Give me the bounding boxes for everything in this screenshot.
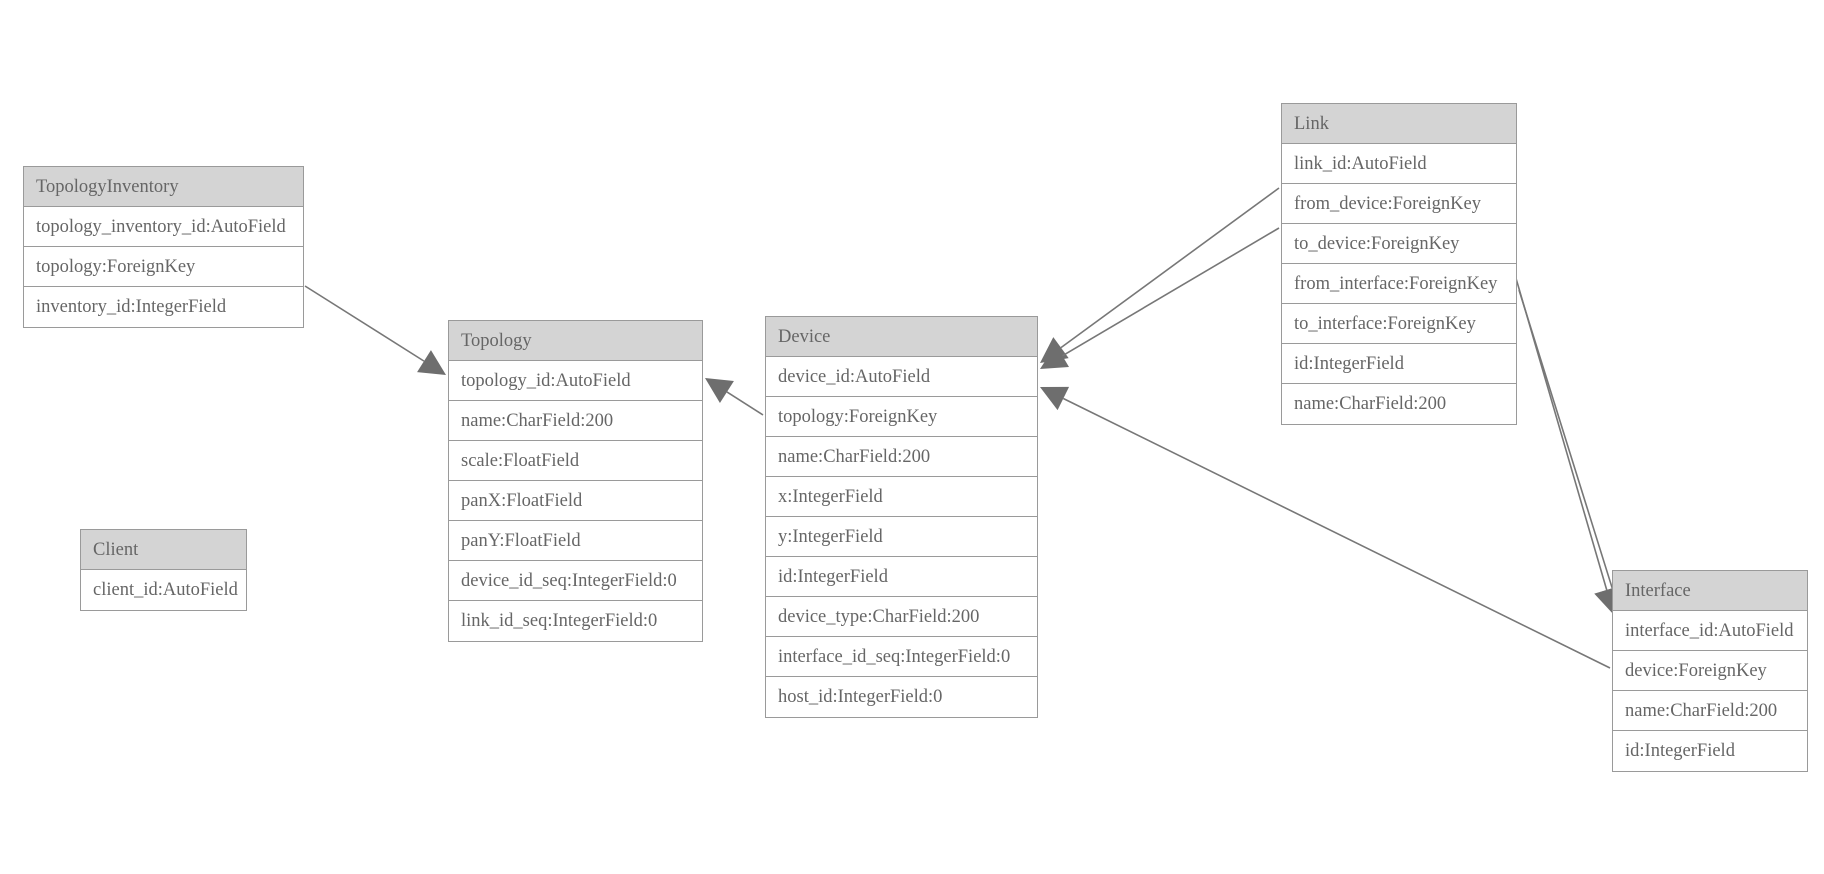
relationship-arrowhead-icon — [417, 350, 446, 375]
entity-header-topologyinventory: TopologyInventory — [24, 167, 303, 207]
relationship-line — [1061, 227, 1280, 357]
entity-field-row[interactable]: from_interface:ForeignKey — [1282, 264, 1516, 304]
entity-field-row[interactable]: name:CharField:200 — [1613, 691, 1807, 731]
rel-link-frominterface-interface — [1512, 267, 1620, 615]
relationship-line — [1060, 187, 1280, 349]
entity-field-row[interactable]: name:CharField:200 — [449, 401, 702, 441]
entity-field-row[interactable]: device_id:AutoField — [766, 357, 1037, 397]
entity-field-row[interactable]: y:IntegerField — [766, 517, 1037, 557]
entity-field-row[interactable]: topology_id:AutoField — [449, 361, 702, 401]
entity-header-topology: Topology — [449, 321, 702, 361]
relationship-arrowhead-icon — [1040, 337, 1069, 363]
entity-field-row[interactable]: host_id:IntegerField:0 — [766, 677, 1037, 717]
entity-field-row[interactable]: interface_id_seq:IntegerField:0 — [766, 637, 1037, 677]
entity-field-row[interactable]: device_type:CharField:200 — [766, 597, 1037, 637]
entity-header-client: Client — [81, 530, 246, 570]
entity-field-row[interactable]: topology_inventory_id:AutoField — [24, 207, 303, 247]
rel-topologyinventory-topology — [304, 285, 446, 375]
entity-field-row[interactable]: inventory_id:IntegerField — [24, 287, 303, 327]
entity-field-row[interactable]: id:IntegerField — [1613, 731, 1807, 771]
relationship-line — [1512, 267, 1608, 591]
entity-header-device: Device — [766, 317, 1037, 357]
entity-field-row[interactable]: link_id:AutoField — [1282, 144, 1516, 184]
rel-device-topology — [705, 378, 764, 416]
rel-link-tointerface-interface — [1518, 289, 1625, 613]
entity-field-row[interactable]: id:IntegerField — [1282, 344, 1516, 384]
relationship-line — [304, 285, 425, 362]
entity-field-row[interactable]: topology:ForeignKey — [24, 247, 303, 287]
entity-field-row[interactable]: device_id_seq:IntegerField:0 — [449, 561, 702, 601]
relationship-arrowhead-icon — [1040, 386, 1070, 411]
entity-field-row[interactable]: panY:FloatField — [449, 521, 702, 561]
entity-header-interface: Interface — [1613, 571, 1807, 611]
rel-link-todevice-device — [1040, 227, 1280, 369]
entity-field-row[interactable]: from_device:ForeignKey — [1282, 184, 1516, 224]
entity-field-row[interactable]: name:CharField:200 — [1282, 384, 1516, 424]
entity-field-row[interactable]: to_device:ForeignKey — [1282, 224, 1516, 264]
relationship-arrowhead-icon — [705, 378, 734, 403]
entity-field-row[interactable]: device:ForeignKey — [1613, 651, 1807, 691]
entity-field-row[interactable]: scale:FloatField — [449, 441, 702, 481]
relationship-line — [726, 391, 764, 416]
relationship-arrowhead-icon — [1040, 344, 1069, 369]
entity-field-row[interactable]: id:IntegerField — [766, 557, 1037, 597]
entity-header-link: Link — [1282, 104, 1516, 144]
entity-field-row[interactable]: x:IntegerField — [766, 477, 1037, 517]
entity-field-row[interactable]: interface_id:AutoField — [1613, 611, 1807, 651]
entity-field-row[interactable]: client_id:AutoField — [81, 570, 246, 610]
entity-field-row[interactable]: to_interface:ForeignKey — [1282, 304, 1516, 344]
rel-interface-device — [1040, 386, 1611, 669]
entity-field-row[interactable]: panX:FloatField — [449, 481, 702, 521]
relationship-line — [1062, 397, 1611, 669]
rel-link-fromdevice-device — [1040, 187, 1280, 363]
relationship-line — [1518, 289, 1614, 589]
entity-field-row[interactable]: name:CharField:200 — [766, 437, 1037, 477]
entity-field-row[interactable]: link_id_seq:IntegerField:0 — [449, 601, 702, 641]
entity-field-row[interactable]: topology:ForeignKey — [766, 397, 1037, 437]
